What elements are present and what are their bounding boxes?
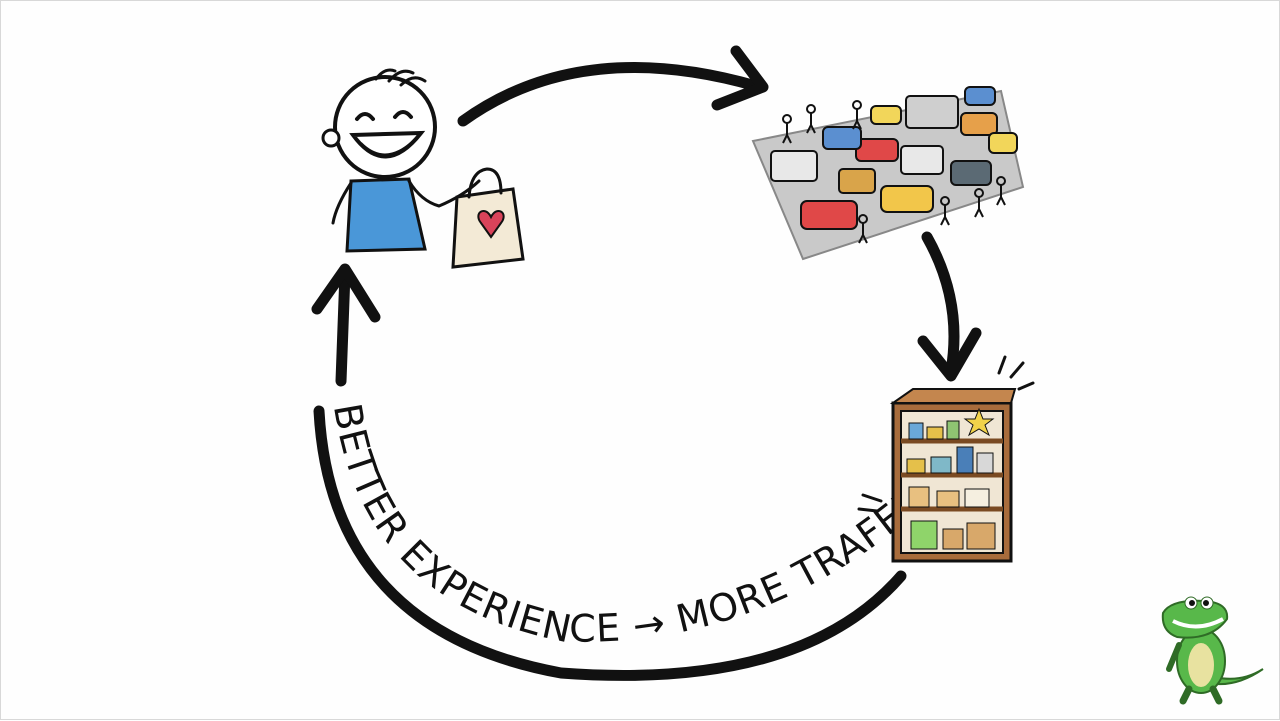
store-shelf-icon [857,355,1035,563]
arrow-store-to-shopper [311,263,907,681]
happy-shopper-icon [321,68,525,269]
arrow-traffic-to-store [917,231,982,382]
busy-traffic-icon [751,86,1025,261]
crocodile-mascot-icon [1161,596,1264,705]
arrow-shopper-to-traffic [457,45,769,127]
